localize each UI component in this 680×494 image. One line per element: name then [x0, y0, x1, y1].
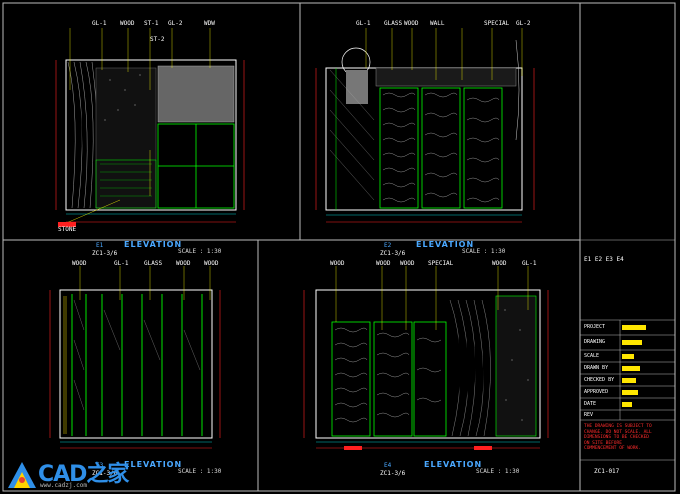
title-block-fill-0 [622, 325, 646, 330]
title-block-row-7: REV [584, 412, 594, 418]
title-block-row-5: APPROVED [584, 389, 609, 395]
callout-e2-3: WALL [430, 20, 445, 27]
elevation-title-e2: ELEVATION [416, 240, 475, 249]
elevation-title-e1: ELEVATION [124, 240, 183, 249]
callout-e1-2: ST-1 [144, 20, 159, 27]
elevation-tag-e4: E4 [384, 462, 392, 469]
elevation-scale-e3: SCALE : 1:30 [178, 468, 222, 475]
title-block-grid [580, 239, 675, 461]
elevation-tag-e3: E3 [96, 462, 104, 469]
title-block-fill-5 [622, 390, 638, 395]
elevation-title-e4: ELEVATION [424, 460, 483, 469]
callout-e2-5: GL-2 [516, 20, 531, 27]
title-block-row-2: SCALE [584, 353, 600, 359]
logo-text: CAD之家 [38, 462, 129, 487]
elevation-ref-e2: ZC1-3/6 [380, 250, 406, 257]
callout-e4-1: WOOD [376, 260, 391, 267]
title-block-note: THE DRAWING IS SUBJECT TO CHANGE. DO NOT… [584, 424, 652, 451]
title-block-row-4: CHECKED BY [584, 377, 615, 383]
callout-e3-0: WOOD [72, 260, 87, 267]
elevation-ref-e3: ZC1-3/6 [92, 470, 118, 477]
callout-e4-3: SPECIAL [428, 260, 454, 267]
elevation-title-e3: ELEVATION [124, 460, 183, 469]
title-block-fill-2 [622, 354, 634, 359]
callout-e4-0: WOOD [330, 260, 345, 267]
cad-logo-icon [8, 462, 36, 488]
callout-e4-2: WOOD [400, 260, 415, 267]
title-block-fill-6 [622, 402, 632, 407]
elevation-scale-e4: SCALE : 1:30 [476, 468, 520, 475]
elevation-e3-drawing [49, 266, 221, 449]
callout-e3-2: GLASS [144, 260, 163, 267]
callout-e1-1: WOOD [120, 20, 135, 27]
title-block-row-1: DRAWING [584, 339, 606, 345]
elevation-e1-drawing [55, 28, 245, 227]
title-block-row-6: DATE [584, 401, 597, 407]
callout-e3-1: GL-1 [114, 260, 129, 267]
callout-e1-6: STONE [58, 226, 77, 233]
callout-e2-0: GL-1 [356, 20, 371, 27]
logo-url: www.cadzj.com [40, 482, 87, 489]
elevation-tag-e1: E1 [96, 242, 104, 249]
title-block-legend: E1 E2 E3 E4 [584, 256, 624, 263]
title-block-row-3: DRAWN BY [584, 365, 609, 371]
callout-e2-4: SPECIAL [484, 20, 510, 27]
callout-e4-5: GL-1 [522, 260, 537, 267]
elevation-scale-e2: SCALE : 1:30 [462, 248, 506, 255]
title-block-row-0: PROJECT [584, 324, 606, 330]
callout-e1-5: WDW [204, 20, 215, 27]
callout-e1-3: GL-2 [168, 20, 183, 27]
callout-e3-4: WOOD [204, 260, 219, 267]
elevation-scale-e1: SCALE : 1:30 [178, 248, 222, 255]
title-block-fill-1 [622, 340, 642, 345]
elevation-ref-e1: ZC1-3/6 [92, 250, 118, 257]
callout-e2-1: GLASS [384, 20, 403, 27]
title-block-fill-4 [622, 378, 636, 383]
callout-e2-2: WOOD [404, 20, 419, 27]
callout-e1-0: GL-1 [92, 20, 107, 27]
elevation-e2-drawing [315, 28, 535, 223]
elevation-ref-e4: ZC1-3/6 [380, 470, 406, 477]
callout-e4-4: WOOD [492, 260, 507, 267]
title-block-fill-3 [622, 366, 640, 371]
elevation-tag-e2: E2 [384, 242, 392, 249]
drawing-number: ZC1-017 [594, 468, 620, 475]
elevation-e4-drawing [303, 266, 549, 450]
callout-e3-3: WOOD [176, 260, 191, 267]
callout-e1-4: ST-2 [150, 36, 165, 43]
